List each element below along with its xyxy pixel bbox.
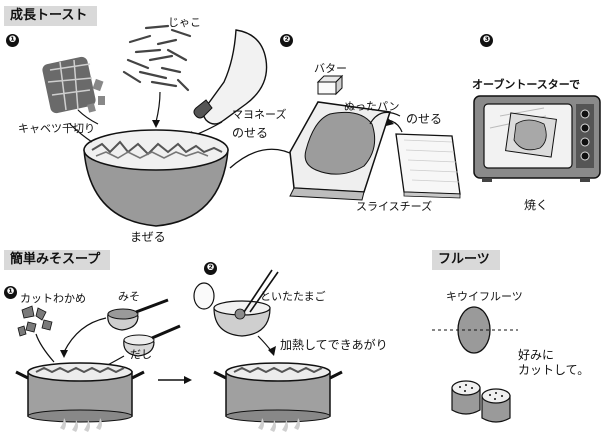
- label-put-on-2: のせる: [406, 112, 443, 126]
- label-bake: 焼く: [524, 198, 549, 212]
- bread-illustration: [289, 101, 391, 201]
- label-heat-finish: 加熱してできあがり: [280, 338, 388, 352]
- label-kiwi: キウイフルーツ: [446, 290, 523, 303]
- section-title-fruit: フルーツ: [432, 250, 500, 270]
- butter-illustration: [316, 74, 344, 96]
- kiwi-cut-illustration: [451, 380, 511, 423]
- kiwi-whole-illustration: [432, 306, 518, 354]
- soup-step-1-badge: ❶: [4, 286, 17, 299]
- label-toaster-oven: オーブントースターで: [472, 78, 581, 91]
- jako-illustration: [122, 24, 192, 92]
- soup-step-2-badge: ❷: [204, 262, 217, 275]
- label-dashi: だし: [130, 348, 152, 361]
- egg-bowl-illustration: [213, 269, 279, 337]
- section-title-miso-soup: 簡単みそスープ: [4, 250, 111, 270]
- label-jako: じゃこ: [168, 16, 201, 29]
- step-1-badge: ❶: [6, 34, 19, 47]
- cabbage-illustration: [42, 56, 105, 125]
- cheese-slice-illustration: [395, 133, 461, 199]
- label-buttered-bread: ぬったパン: [344, 100, 400, 113]
- label-sliced-cheese: スライスチーズ: [356, 200, 433, 213]
- label-miso: みそ: [118, 290, 140, 303]
- label-mix: まぜる: [130, 230, 166, 244]
- section-title-growth-toast: 成長トースト: [4, 6, 98, 26]
- toaster-oven-illustration: [473, 95, 601, 182]
- soup-pot-2-illustration: [213, 362, 343, 432]
- label-mayonnaise: マヨネーズ: [232, 108, 287, 121]
- dashi-ladle-illustration: [123, 324, 181, 357]
- label-butter: バター: [314, 62, 347, 75]
- label-cut-to-taste: 好みに カットして。: [518, 348, 590, 377]
- mixing-bowl-illustration: [83, 129, 229, 227]
- mayonnaise-illustration: [193, 29, 268, 125]
- label-cabbage: キャベツ千切り: [18, 122, 95, 135]
- step-3-badge: ❸: [480, 34, 493, 47]
- label-put-on-1: のせる: [232, 126, 269, 140]
- soup-pot-1-illustration: [15, 362, 145, 432]
- miso-ladle-illustration: [107, 298, 169, 331]
- wakame-illustration: [17, 305, 53, 337]
- label-beaten-egg: といたたまご: [260, 290, 326, 303]
- step-2-badge: ❷: [280, 34, 293, 47]
- egg-illustration: [193, 282, 215, 310]
- label-cut-wakame: カットわかめ: [20, 292, 86, 305]
